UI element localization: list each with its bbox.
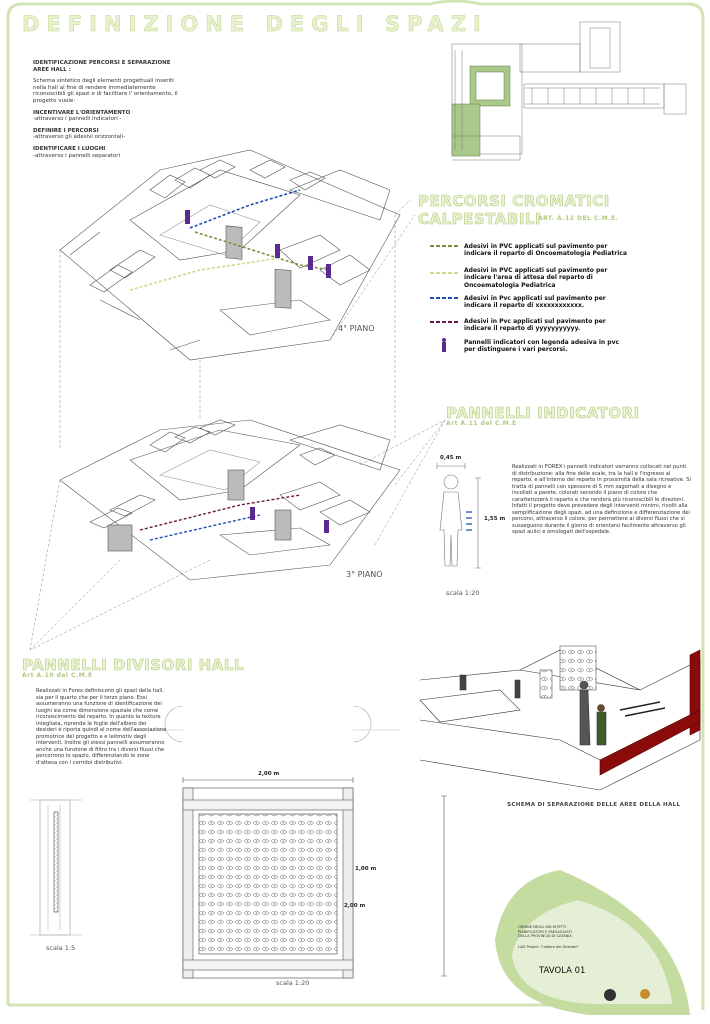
goal1-text: -attraverso i pannelli indicatori - <box>33 116 122 123</box>
intro-heading: IDENTIFICAZIONE PERCORSI E SEPARAZIONE A… <box>33 60 171 73</box>
footer-credits: ORDINE DEGLI ARCHITETTI PIANIFICATORI E … <box>518 925 580 949</box>
indicator-width-label: 0,45 m <box>440 455 462 461</box>
axonometric-3rd-floor <box>59 419 401 581</box>
goal3-title: IDENTIFICARE I LUOGHI <box>33 145 106 152</box>
page-title: DEFINIZIONE DEGLI SPAZI <box>22 12 488 37</box>
percorsi-title-line2: CALPESTABILI <box>418 210 542 229</box>
indicator-scale: scala 1:20 <box>446 589 480 597</box>
indicatori-description: Realizzati in FOREX i pannelli indicator… <box>512 464 691 535</box>
percorsi-article: ART. A.12 DEL C.M.E. <box>538 215 619 222</box>
divider-panel-drawing <box>30 705 447 979</box>
divider-height2-label: 2,00 m <box>344 903 366 909</box>
legend-item-0: Adesivi in PVC applicati sul pavimento p… <box>464 243 627 258</box>
indicator-markers-3rd <box>250 507 329 533</box>
divisori-title: PANNELLI DIVISORI HALL <box>22 656 244 675</box>
indicator-panel-drawing <box>436 463 481 569</box>
indicatori-article: Art A.11 del C.M.E <box>446 420 517 427</box>
axonometric-4th-floor <box>59 149 401 361</box>
divider-width-label: 2,00 m <box>258 771 280 777</box>
route-lines-4th-floor <box>129 189 331 291</box>
legend-swatch-4 <box>442 338 446 352</box>
goal3-text: -attraverso i pannelli separatori <box>33 152 121 159</box>
floor-label-4: 4° PIANO <box>338 324 375 333</box>
goal2-text: -attraverso gli adesivi orizzontali- <box>33 134 125 141</box>
intro-block: IDENTIFICAZIONE PERCORSI E SEPARAZIONE A… <box>33 60 183 159</box>
goal1-title: INCENTIVARE L'ORIENTAMENTO <box>33 109 131 116</box>
legend-item-1: Adesivi in PVC applicati sul pavimento p… <box>464 267 608 289</box>
divider-scale-small: scala 1:5 <box>46 944 76 952</box>
tavola-label: TAVOLA 01 <box>539 966 586 976</box>
legend-item-4: Pannelli indicatori con legenda adesiva … <box>464 339 620 354</box>
divider-height1-label: 1,00 m <box>355 866 377 872</box>
divider-scale-large: scala 1:20 <box>276 979 310 987</box>
hall-perspective <box>419 645 701 791</box>
footer-leaf <box>495 870 690 1015</box>
legend-swatches <box>430 245 458 352</box>
percorsi-title-line1: PERCORSI CROMATICI <box>418 192 610 211</box>
indicator-markers-4th <box>185 210 331 278</box>
legend-item-3: Adesivi in Pvc applicati sul pavimento p… <box>464 318 606 333</box>
key-plan <box>451 21 687 161</box>
indicator-height-label: 1,55 m <box>484 516 506 522</box>
indicatori-title: PANNELLI INDICATORI <box>446 404 640 423</box>
divisori-article: Art A.10 del C.M.E <box>22 672 93 679</box>
hall-schema-caption: SCHEMA DI SEPARAZIONE DELLE AREE DELLA H… <box>507 802 681 808</box>
floor-label-3: 3° PIANO <box>346 570 383 579</box>
route-lines-3rd-floor <box>139 494 301 541</box>
legend-item-2: Adesivi in Pvc applicati sul pavimento p… <box>464 295 606 310</box>
goal2-title: DEFINIRE I PERCORSI <box>33 127 99 134</box>
divisori-description: Realizzati in Forex definiscono gli spaz… <box>36 688 167 766</box>
intro-text: Schema sintetico degli elementi progettu… <box>33 78 178 104</box>
